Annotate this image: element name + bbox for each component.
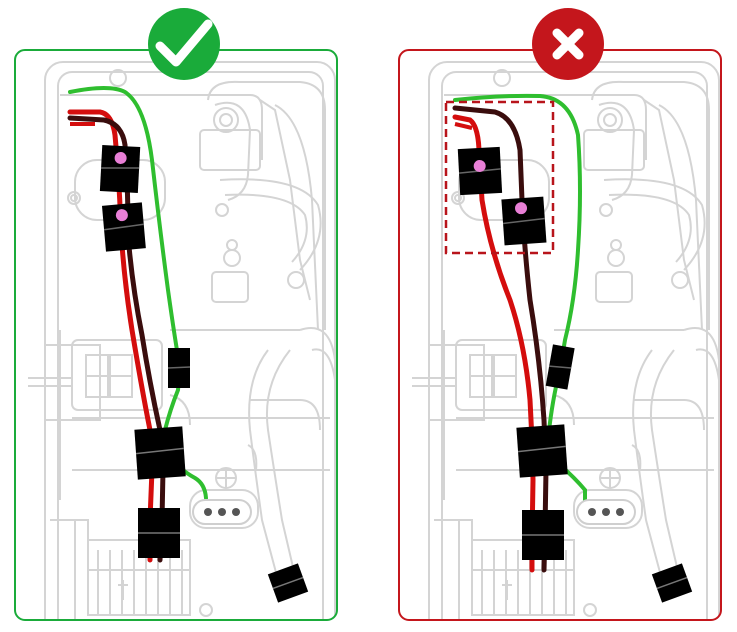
brown-wire: [452, 105, 549, 573]
incorrect-panel: [398, 8, 722, 621]
brown-wire: [67, 115, 166, 563]
green-wire-clip: [167, 348, 191, 388]
cable-plug: [651, 563, 693, 603]
wire-harness-incorrect: [452, 93, 693, 603]
incorrect-badge: [532, 8, 604, 80]
terminal-dots: [576, 499, 636, 525]
middle-clip: [134, 426, 186, 480]
error-highlight-box: [444, 100, 555, 255]
checkmark-icon: [155, 19, 213, 67]
upper-clip-1: [99, 145, 141, 193]
green-wire: [68, 86, 183, 432]
lower-clip: [522, 510, 564, 560]
green-wire-clip: [545, 344, 575, 390]
upper-clip-2: [501, 196, 547, 246]
correct-panel: [14, 8, 338, 621]
red-wire: [67, 109, 155, 563]
upper-clip-1: [457, 146, 503, 196]
terminal-dots: [192, 499, 252, 525]
middle-clip: [516, 424, 568, 478]
lower-clip: [138, 508, 180, 558]
correct-badge: [148, 8, 220, 80]
cross-icon: [552, 28, 584, 60]
wire-harness-correct: [67, 86, 309, 603]
red-wire: [452, 114, 536, 573]
cable-plug: [267, 563, 309, 603]
upper-clip-2: [101, 202, 146, 252]
